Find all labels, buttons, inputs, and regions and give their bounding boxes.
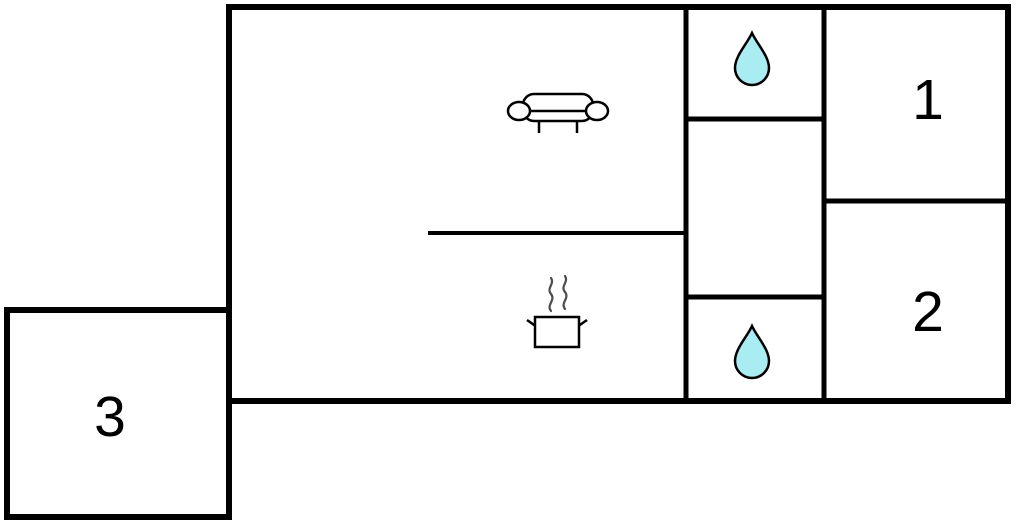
main-unit-walls	[226, 4, 1011, 404]
room-2-label: 2	[912, 280, 944, 344]
steam-icon	[548, 276, 554, 313]
sofa-armrest	[506, 100, 532, 122]
sofa-icon	[506, 92, 610, 133]
room-1-label: 1	[912, 68, 944, 132]
water-drop-icon	[733, 322, 771, 380]
sofa-armrest	[584, 100, 610, 122]
pot-body	[533, 315, 581, 349]
sofa-body	[521, 92, 595, 123]
room-3-walls	[4, 307, 232, 520]
steam-icon	[562, 274, 568, 311]
interior-walls	[428, 7, 1008, 401]
room-3-label: 3	[94, 385, 126, 449]
water-drop-icon	[733, 29, 771, 87]
stove-pot-icon	[526, 274, 588, 349]
